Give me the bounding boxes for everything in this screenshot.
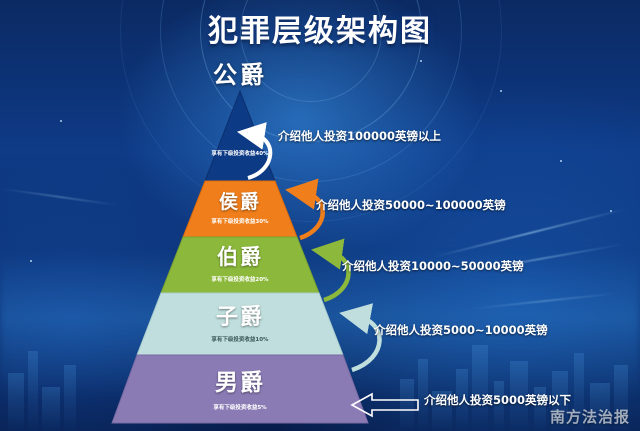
- tier-3-label: 伯爵: [217, 245, 263, 269]
- annotation-2: 介绍他人投资50000~100000英镑: [316, 198, 506, 212]
- arrow-tier1: [236, 122, 273, 180]
- annotation-4: 介绍他人投资5000~10000英镑: [374, 323, 548, 337]
- city-skyline-decoration: [0, 311, 640, 431]
- pyramid-tier-3[interactable]: 伯爵 享有下级投资收益20%: [90, 236, 390, 294]
- annotation-5: 介绍他人投资5000英镑以下: [424, 393, 572, 407]
- tier-1-note: 享有下级投资收益40%: [211, 151, 269, 157]
- pyramid-apex-label: 公爵: [213, 61, 267, 89]
- watermark: 南方法治报: [549, 408, 630, 426]
- pyramid-tier-5[interactable]: 男爵 享有下级投资收益5%: [90, 354, 390, 424]
- tier-5-note: 享有下级投资收益5%: [213, 405, 267, 411]
- tier-5-shape: [111, 354, 369, 424]
- arrow-tier4: [339, 303, 382, 373]
- arrow-tier5: [350, 392, 419, 418]
- tier-3-note: 享有下级投资收益20%: [211, 277, 269, 283]
- arrow-tier2: [285, 178, 325, 241]
- tier-5-label: 男爵: [215, 370, 265, 396]
- annotation-1: 介绍他人投资100000英镑以上: [278, 129, 442, 143]
- annotation-3: 介绍他人投资10000~50000英镑: [342, 259, 524, 273]
- arrow-tier3: [311, 238, 351, 303]
- page-title: 犯罪层级架构图: [208, 14, 432, 49]
- tier-2-note: 享有下级投资收益30%: [211, 219, 269, 225]
- tier-2-label: 侯爵: [218, 191, 261, 213]
- pyramid-diagram: 公爵 享有下级投资收益40% 侯爵 享有下级投资收益30% 伯爵 享有下级投资收…: [90, 55, 390, 425]
- tier-4-note: 享有下级投资收益10%: [211, 337, 269, 343]
- tier-4-label: 子爵: [215, 305, 264, 330]
